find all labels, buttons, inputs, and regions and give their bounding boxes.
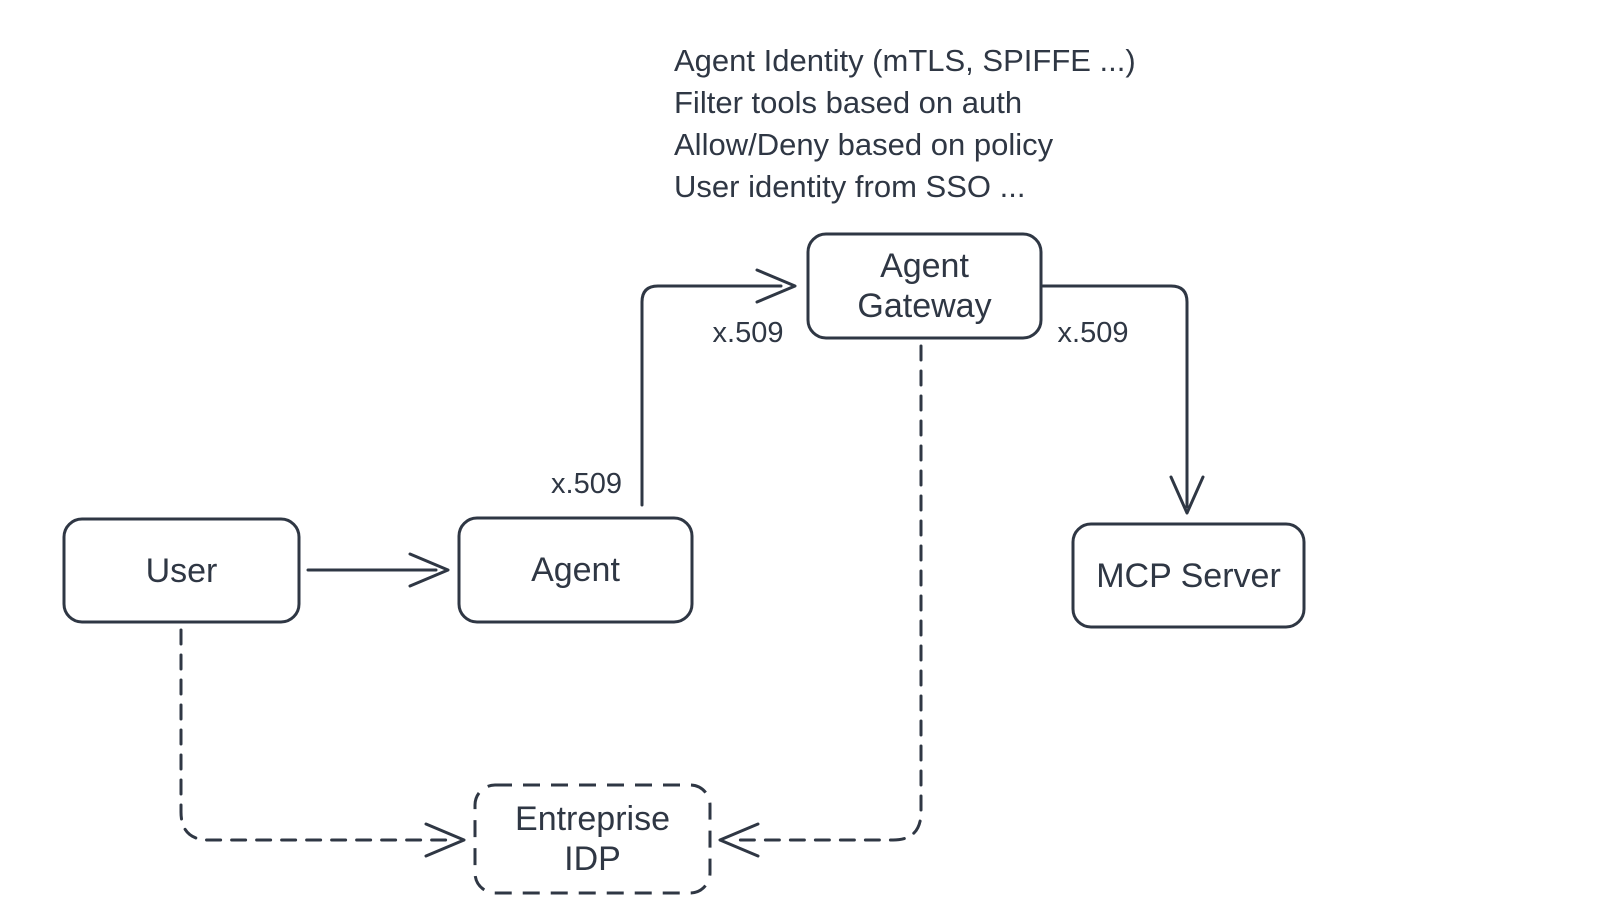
gateway-outgoing-x509-label: x.509 bbox=[1057, 317, 1129, 349]
annotation-line-4: User identity from SSO ... bbox=[674, 169, 1026, 204]
user-to-idp-arrowhead bbox=[424, 822, 466, 858]
agent-to-gateway-arrowhead bbox=[755, 268, 797, 304]
annotation-line-2: Filter tools based on auth bbox=[674, 85, 1023, 120]
gateway-to-idp-arrowhead bbox=[718, 822, 760, 858]
annotation-line-3: Allow/Deny based on policy bbox=[674, 127, 1054, 162]
gateway-annotation: Agent Identity (mTLS, SPIFFE ...) Filter… bbox=[674, 40, 1136, 208]
gateway-to-mcp-arrow-line bbox=[1041, 284, 1189, 509]
user-to-idp-dashed-line bbox=[179, 628, 450, 842]
user-node-box bbox=[62, 517, 301, 624]
user-to-agent-arrowhead bbox=[408, 552, 450, 588]
gateway-to-idp-dashed-line bbox=[734, 344, 923, 842]
agent-gateway-node-box bbox=[806, 232, 1043, 340]
agent-node-box bbox=[457, 516, 694, 624]
mcp-server-node-box bbox=[1071, 522, 1306, 629]
agent-to-gateway-arrow-line bbox=[640, 284, 783, 507]
gateway-incoming-x509-label: x.509 bbox=[712, 317, 784, 349]
gateway-to-mcp-arrowhead bbox=[1169, 475, 1205, 515]
enterprise-idp-node-box bbox=[473, 783, 712, 895]
agent-x509-label: x.509 bbox=[551, 468, 622, 500]
annotation-line-1: Agent Identity (mTLS, SPIFFE ...) bbox=[674, 43, 1136, 78]
